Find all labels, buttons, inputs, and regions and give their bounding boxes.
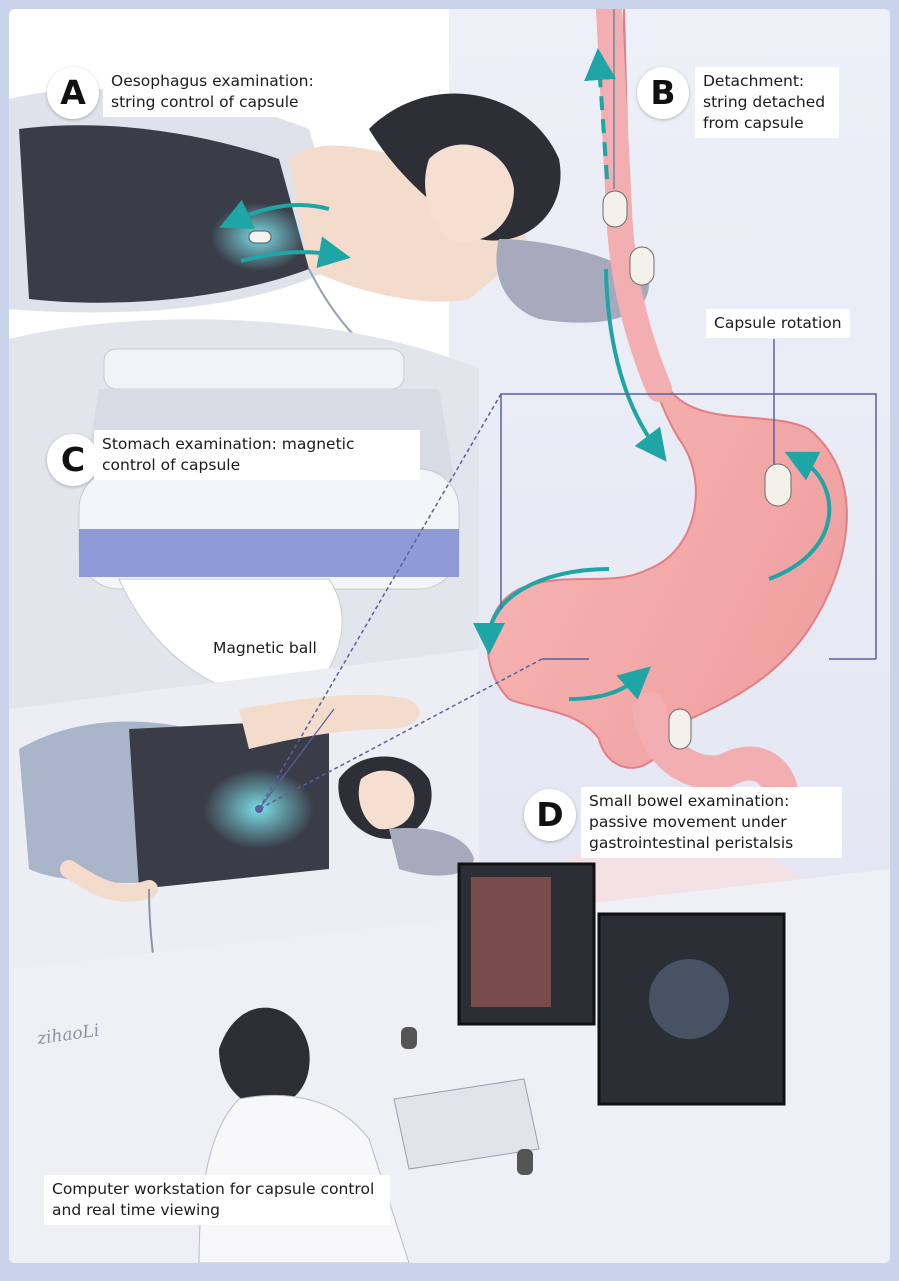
panel-a-caption: Oesophagus examination: string control o…	[103, 67, 359, 117]
panel-c-badge: C	[47, 434, 99, 486]
magnetic-ball-label: Magnetic ball	[205, 634, 325, 663]
panel-a-badge: A	[47, 67, 99, 119]
capsule-rotation-label: Capsule rotation	[706, 309, 850, 338]
panel-b-caption: Detachment: string detached from capsule	[695, 67, 839, 138]
capsule-b-top	[603, 191, 627, 227]
workstation-label: Computer workstation for capsule control…	[44, 1175, 390, 1225]
joystick-left	[401, 1027, 417, 1049]
panel-d-badge: D	[524, 789, 576, 841]
capsule-b	[630, 247, 654, 285]
figure-panel: A B C D Oesophagus examination: string c…	[9, 9, 890, 1263]
illustration	[9, 9, 890, 1263]
panel-d-caption: Small bowel examination: passive movemen…	[581, 787, 842, 858]
panel-c-caption: Stomach examination: magnetic control of…	[94, 430, 420, 480]
panel-b-badge: B	[637, 67, 689, 119]
capsule-bowel	[669, 709, 691, 749]
joystick-right	[517, 1149, 533, 1175]
capsule-a	[249, 231, 271, 243]
capsule-stomach	[765, 464, 791, 506]
machine-band	[79, 529, 459, 577]
